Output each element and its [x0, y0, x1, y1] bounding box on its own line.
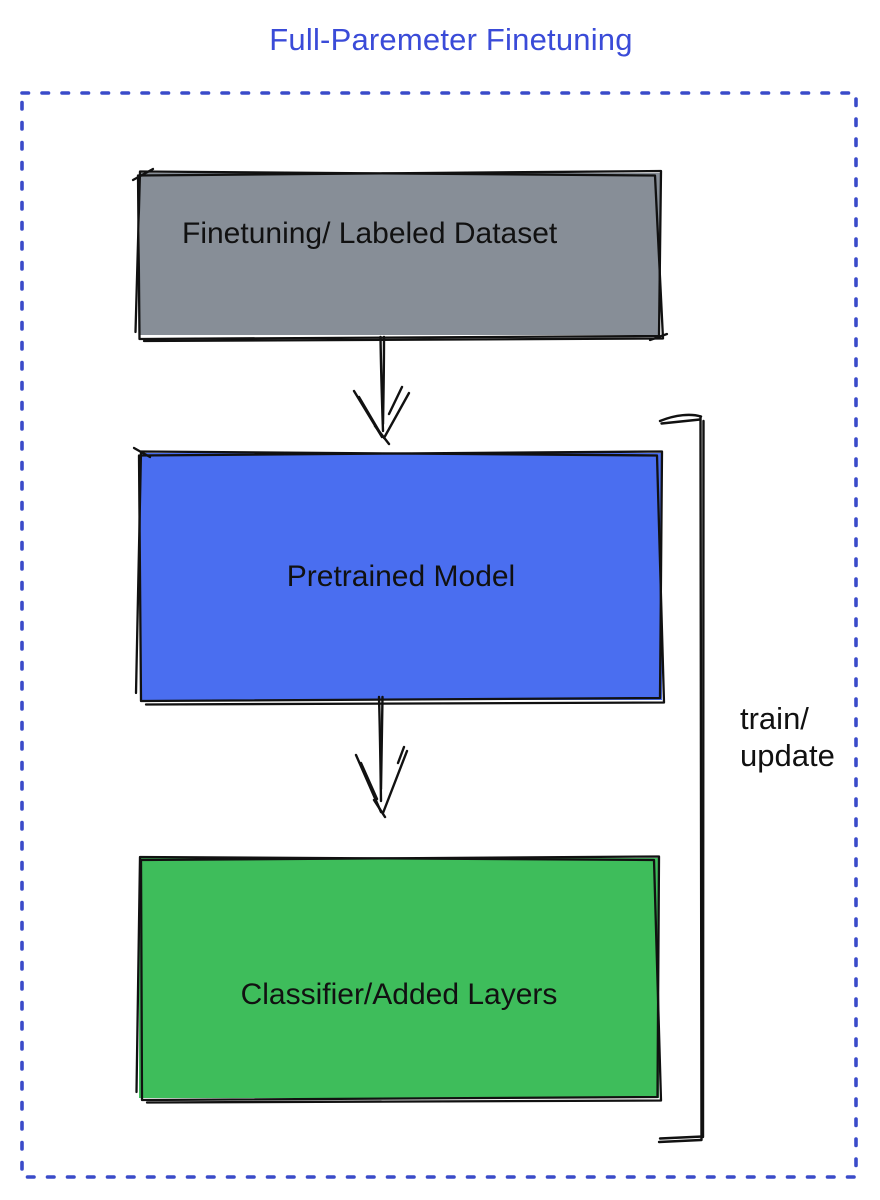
train-update-bracket: [657, 413, 705, 1144]
classifier-box-label: Classifier/Added Layers: [240, 978, 558, 1011]
classifier-box: Classifier/Added Layers: [139, 858, 659, 1098]
pretrained-model-box-label: Pretrained Model: [286, 559, 516, 593]
arrow-model-to-classifier-icon: [354, 695, 409, 819]
train-update-label: train/ update: [740, 701, 835, 773]
pretrained-model-box: Pretrained Model: [140, 453, 662, 700]
dataset-box-label: Finetuning/ Labeled Dataset: [182, 217, 558, 250]
dataset-box: Finetuning/ Labeled Dataset: [140, 173, 660, 335]
arrow-dataset-to-model-icon: [352, 335, 411, 446]
diagram-title: Full-Paremeter Finetuning: [269, 22, 633, 57]
